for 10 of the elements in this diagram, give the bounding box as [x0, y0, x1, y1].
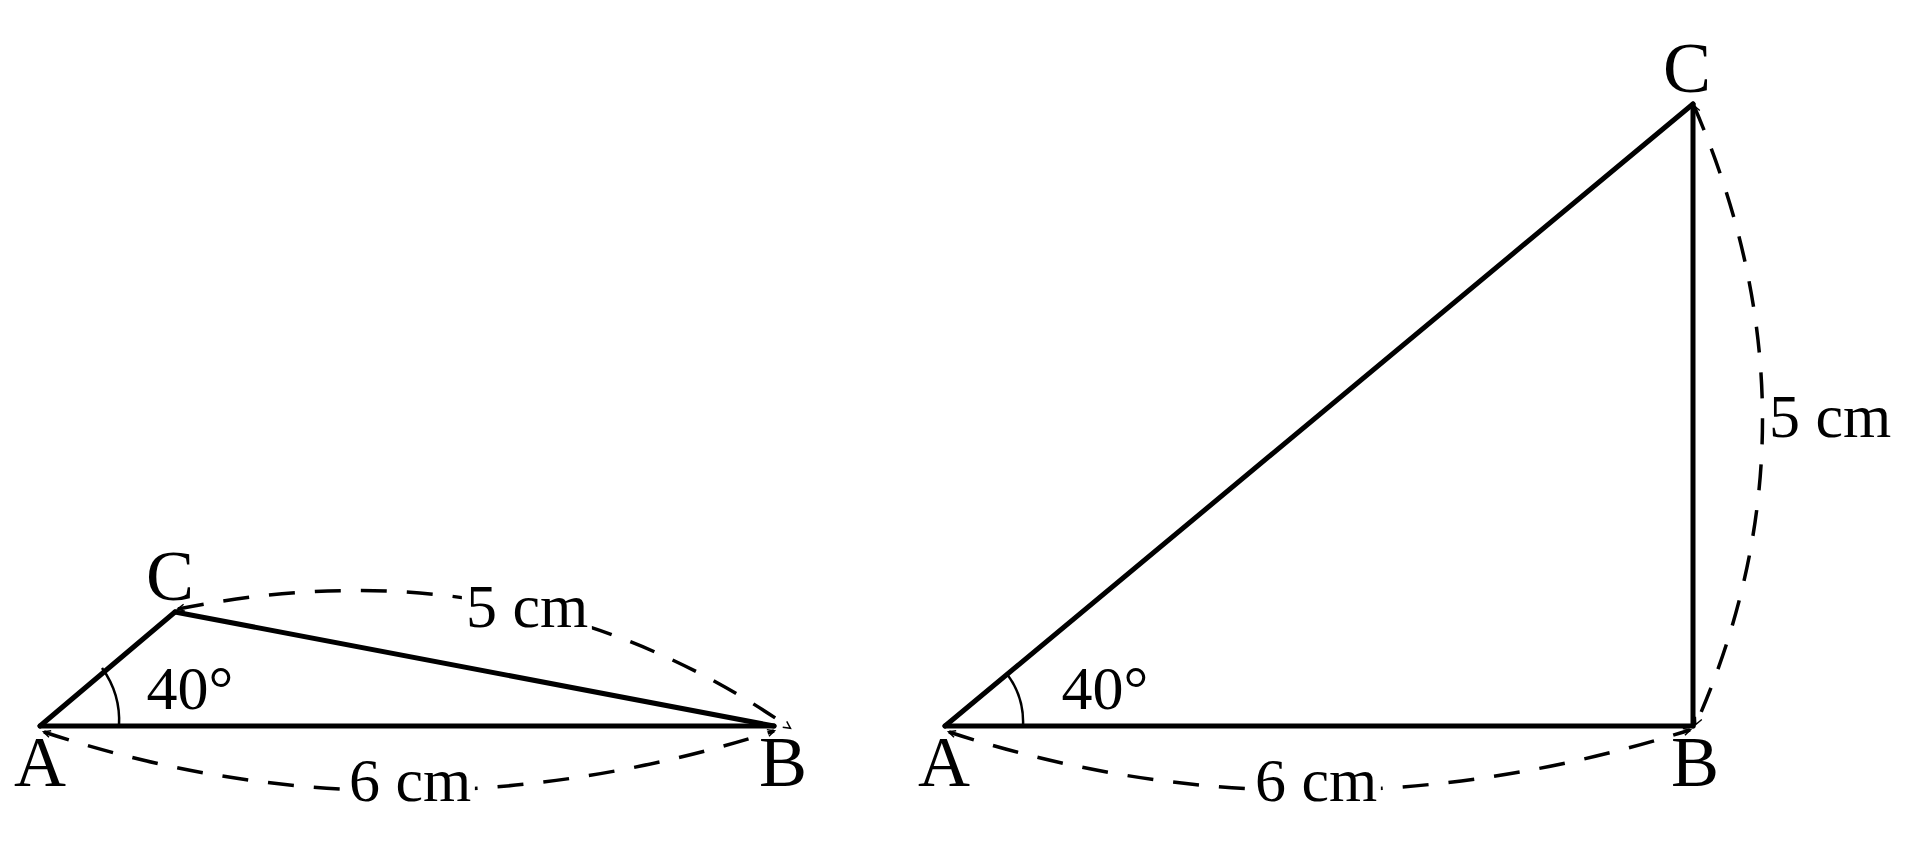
vertex-label: A — [910, 726, 978, 798]
triangle-side — [172, 609, 777, 729]
vertex-label: B — [1660, 726, 1730, 798]
vertex-label: A — [6, 726, 74, 798]
triangle-side — [942, 101, 1696, 729]
triangle-side — [1690, 101, 1696, 729]
triangle-side — [37, 609, 178, 729]
vertex-label: B — [748, 726, 818, 798]
vertex-label: C — [136, 520, 204, 612]
vertex-label: C — [1652, 14, 1722, 104]
